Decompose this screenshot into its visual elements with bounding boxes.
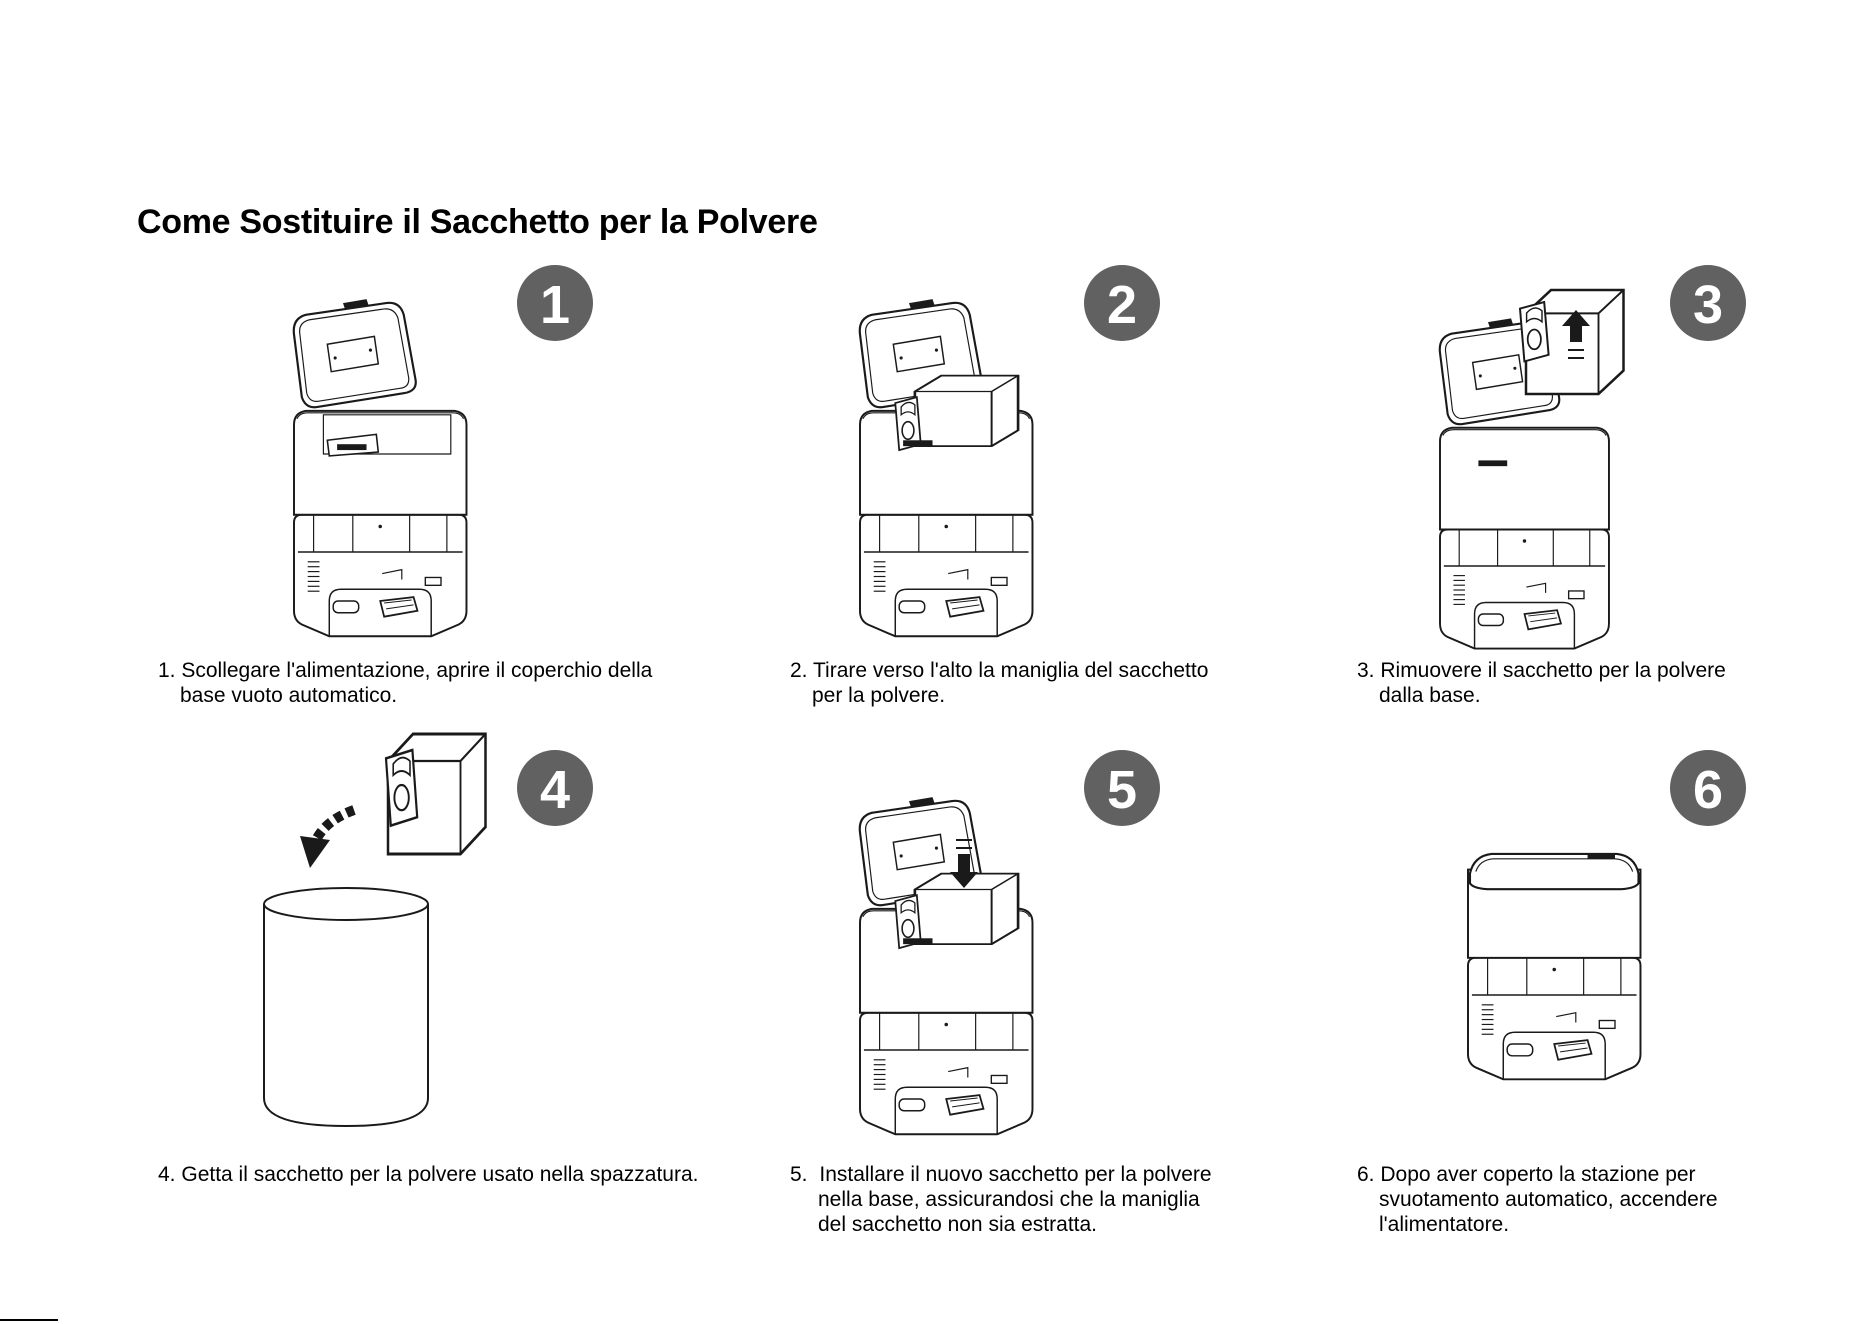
step-1-number-badge: 1 [517, 265, 593, 341]
step-1-illustration [292, 298, 468, 638]
trash-can-icon [263, 904, 429, 1128]
step-2-line-2: per la polvere. [812, 684, 946, 707]
step-4-illustration [263, 732, 487, 1128]
page-title: Come Sostituire il Sacchetto per la Polv… [137, 203, 818, 241]
step-3-number-badge: 3 [1670, 265, 1746, 341]
step-6-line-2: svuotamento automatico, accendere [1379, 1188, 1718, 1211]
step-6-illustration [1467, 852, 1642, 1081]
step-2-number-badge: 2 [1084, 265, 1160, 341]
step-1-number: 1 [540, 275, 570, 335]
footer-rule [0, 1319, 58, 1321]
up-arrow-icon [1562, 310, 1590, 342]
step-6-caption: 6. Dopo aver coperto la stazione per svu… [1357, 1162, 1718, 1237]
step-5-prefix: 5. [790, 1163, 808, 1186]
step-3-caption: 3. Rimuovere il sacchetto per la polvere… [1357, 658, 1726, 708]
step-4-line-1: Getta il sacchetto per la polvere usato … [181, 1163, 699, 1186]
step-1-caption: 1. Scollegare l'alimentazione, aprire il… [158, 658, 652, 708]
step-6-prefix: 6. [1357, 1163, 1375, 1186]
down-arrow-icon [950, 854, 978, 888]
step-5-caption: 5. Installare il nuovo sacchetto per la … [790, 1162, 1212, 1237]
step-4-number-badge: 4 [517, 750, 593, 826]
step-5-illustration [858, 796, 1034, 1136]
step-2-illustration [858, 298, 1034, 638]
step-4-prefix: 4. [158, 1163, 176, 1186]
step-2-line-1: Tirare verso l'alto la maniglia del sacc… [812, 659, 1209, 682]
step-5-number-badge: 5 [1084, 750, 1160, 826]
curved-arrow-icon [300, 805, 356, 868]
step-4-caption: 4. Getta il sacchetto per la polvere usa… [158, 1162, 698, 1187]
step-5-line-2: nella base, assicurandosi che la manigli… [818, 1188, 1200, 1211]
step-1-prefix: 1. [158, 659, 176, 682]
step-6-number: 6 [1693, 760, 1723, 820]
step-1-line-1: Scollegare l'alimentazione, aprire il co… [181, 659, 653, 682]
step-5-number: 5 [1107, 760, 1137, 820]
step-3-prefix: 3. [1357, 659, 1375, 682]
step-5-line-3: del sacchetto non sia estratta. [818, 1213, 1097, 1236]
step-4-number: 4 [540, 760, 570, 820]
step-1-line-2: base vuoto automatico. [180, 684, 398, 707]
step-2-caption: 2. Tirare verso l'alto la maniglia del s… [790, 658, 1208, 708]
step-6-number-badge: 6 [1670, 750, 1746, 826]
step-6-line-3: l'alimentatore. [1379, 1213, 1510, 1236]
step-3-number: 3 [1693, 275, 1723, 335]
closed-lid [1468, 852, 1640, 891]
step-3-line-1: Rimuovere il sacchetto per la polvere [1380, 659, 1726, 682]
step-3-line-2: dalla base. [1379, 684, 1481, 707]
step-5-line-1: Installare il nuovo sacchetto per la pol… [819, 1163, 1212, 1186]
step-3-illustration [1438, 288, 1625, 650]
step-2-number: 2 [1107, 275, 1137, 335]
step-6-line-1: Dopo aver coperto la stazione per [1380, 1163, 1696, 1186]
step-2-prefix: 2. [790, 659, 808, 682]
